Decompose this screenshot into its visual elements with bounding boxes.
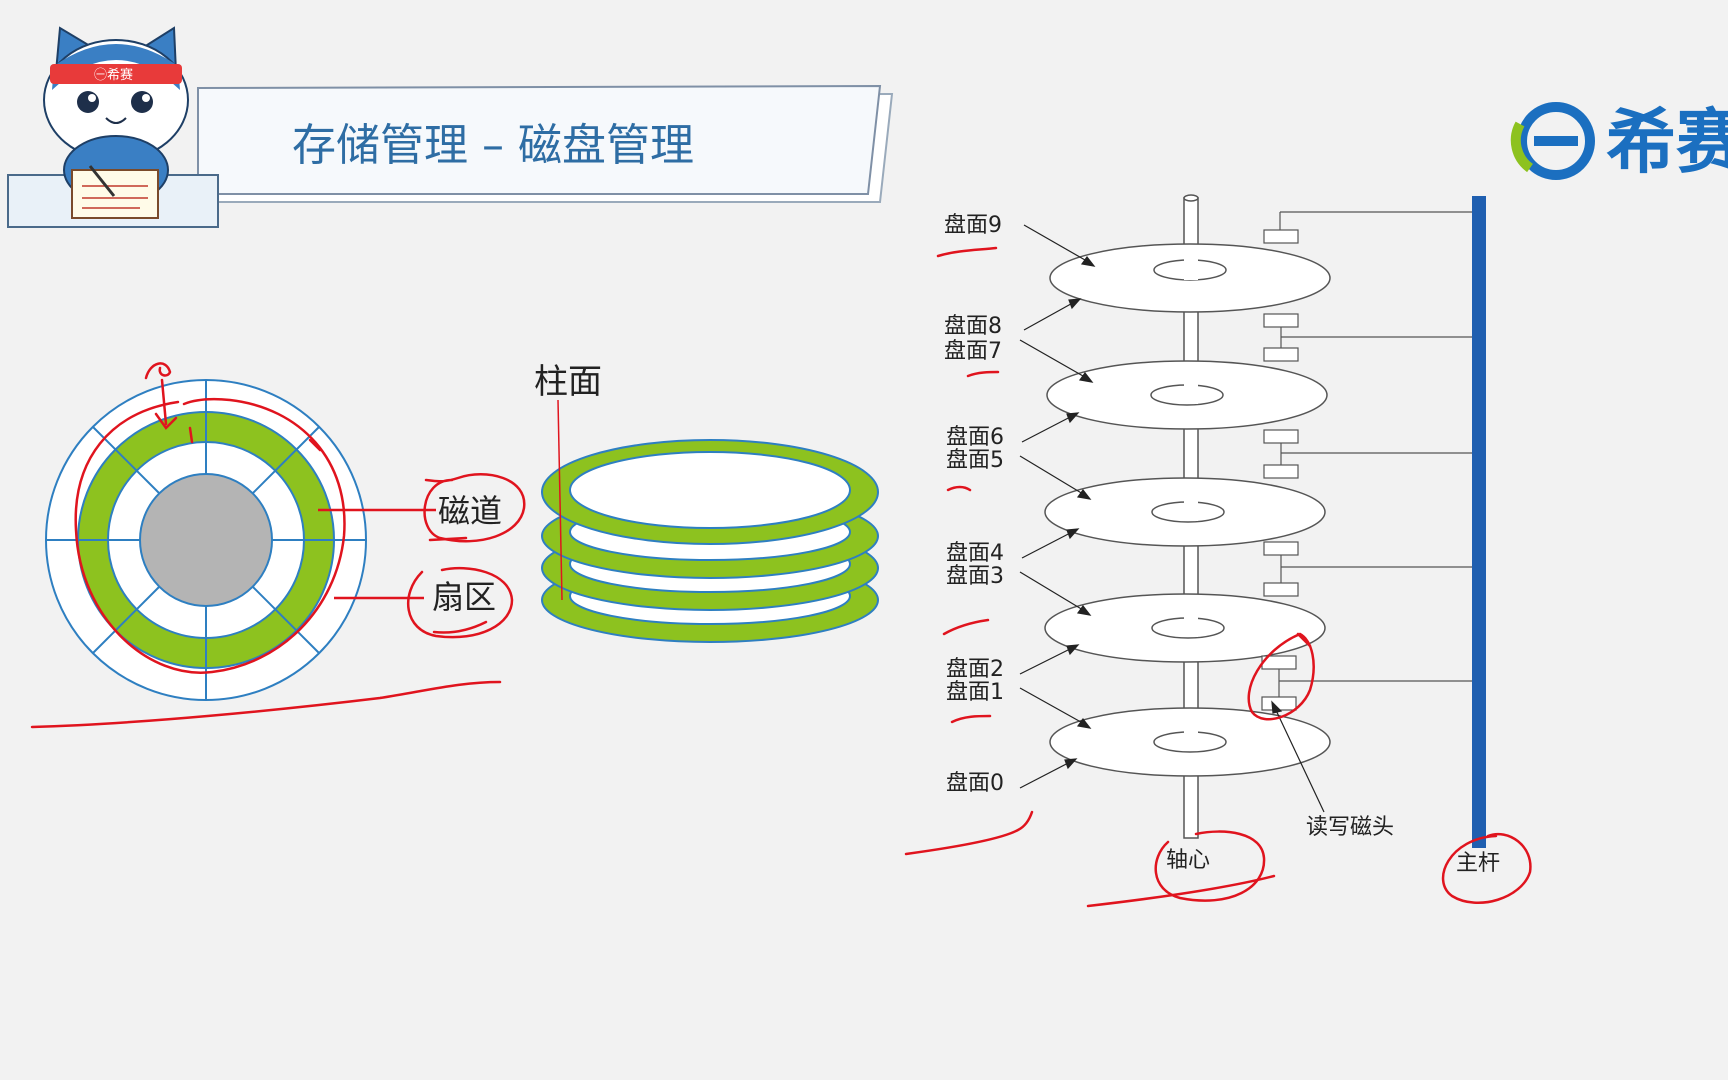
surface-label-8: 盘面8 [944,314,1002,339]
surface-label-0: 盘面0 [946,771,1004,796]
red-annotations [30,246,1532,908]
platter [1049,243,1331,313]
track-label: 磁道 [438,492,502,530]
brand-logo: 希赛 [1510,101,1728,183]
cylinder-diagram: 柱面 [534,362,879,643]
e-logo-icon [1510,102,1595,180]
disk-stack-diagram: 盘面9 盘面8 盘面7 盘面6 盘面5 盘面4 盘面3 盘面2 盘面1 盘面0 … [944,194,1500,876]
main-arm-label: 主杆 [1456,851,1500,876]
surface-label-1: 盘面1 [946,680,1004,705]
read-write-head [1263,347,1299,362]
surface-label-4: 盘面4 [946,541,1004,566]
brand-text: 希赛 [1606,101,1728,183]
surface-label-7: 盘面7 [944,339,1002,364]
read-write-head [1263,229,1299,244]
read-write-head-label: 读写磁头 [1306,815,1394,840]
platter [1044,593,1326,663]
mascot-cat: ㊀希赛 [43,26,189,219]
read-write-head [1263,582,1299,597]
spindle-label: 轴心 [1166,848,1210,873]
read-write-head [1261,696,1297,711]
platter [1044,477,1326,547]
read-write-head [1263,541,1299,556]
surface-label-3: 盘面3 [946,564,1004,589]
mascot-badge: ㊀希赛 [94,67,133,83]
sector-label: 扇区 [432,578,496,616]
surface-label-6: 盘面6 [946,425,1004,450]
surface-labels: 盘面9 盘面8 盘面7 盘面6 盘面5 盘面4 盘面3 盘面2 盘面1 盘面0 [944,213,1004,796]
cylinder-platter [541,439,879,545]
platter [1049,707,1331,777]
cylinder-label: 柱面 [534,362,602,402]
disk-surface-diagram: 磁道 扇区 [45,379,502,701]
read-write-head [1263,313,1299,328]
main-arm [1472,196,1486,848]
read-write-head [1263,464,1299,479]
platter [1046,360,1328,430]
surface-label-9: 盘面9 [944,213,1002,238]
surface-label-5: 盘面5 [946,448,1004,473]
read-write-head [1263,429,1299,444]
page-title: 存储管理 – 磁盘管理 [292,120,694,171]
surface-label-2: 盘面2 [946,657,1004,682]
title-banner: 存储管理 – 磁盘管理 [7,84,894,228]
